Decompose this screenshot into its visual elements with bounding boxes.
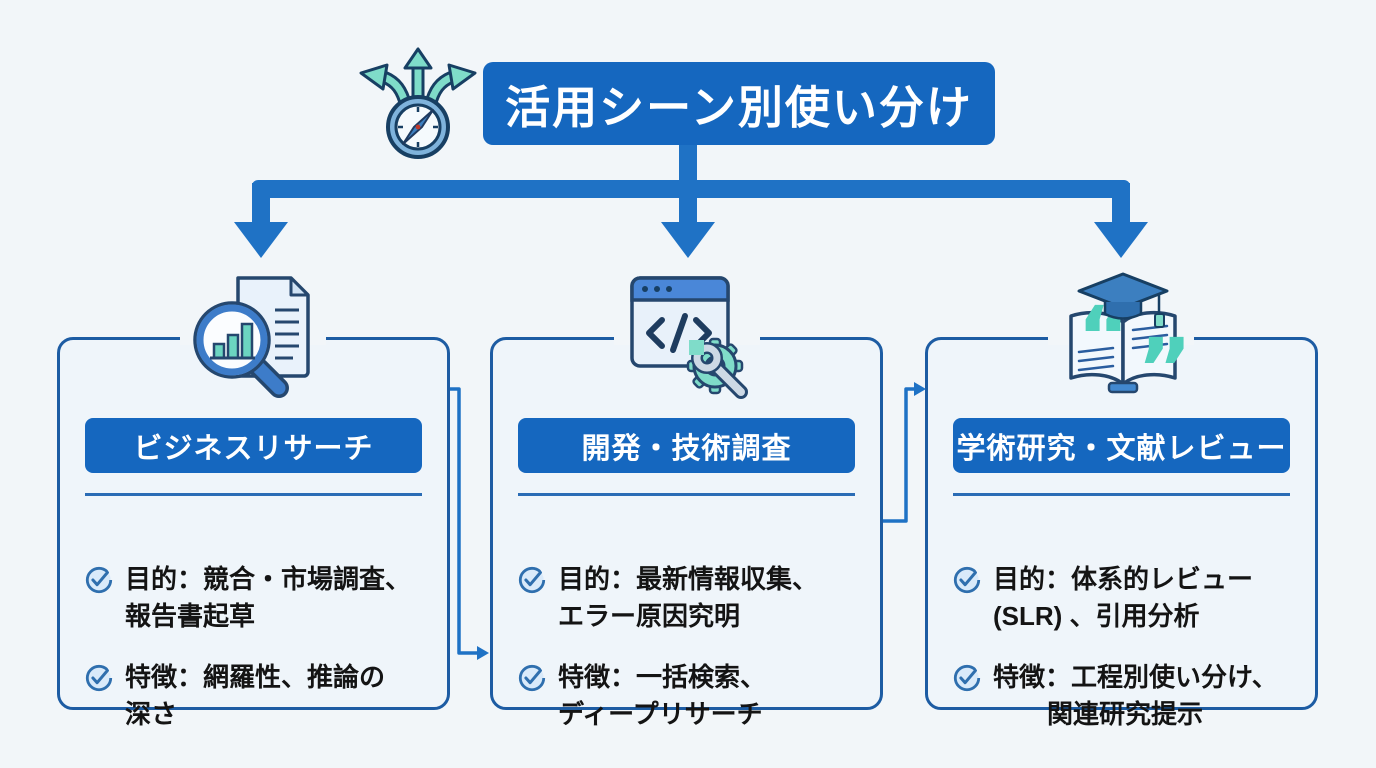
bullet-list: 目的：最新情報収集、 エラー原因究明 特徴：一括検索、 ディープリサーチ xyxy=(517,525,866,733)
magnifier xyxy=(193,301,289,398)
compass xyxy=(386,95,450,159)
bullet-text: 特徴：工程別使い分け、 関連研究提示 xyxy=(993,659,1278,733)
down-arrowhead-right xyxy=(1094,222,1148,258)
bullet-line-2: 関連研究提示 xyxy=(1047,699,1204,729)
check-circle-icon xyxy=(518,664,546,692)
divider xyxy=(518,493,855,496)
quote-close-glyph: ” xyxy=(1137,320,1191,412)
connector-card2-to-card3 xyxy=(883,382,926,523)
bullet-line-2: エラー原因究明 xyxy=(558,601,741,631)
check-circle-icon xyxy=(953,566,981,594)
bullet-line-2: (SLR) 、引用分析 xyxy=(993,601,1200,631)
down-arrowhead-left xyxy=(234,222,288,258)
bullet-line-1: 目的：競合・市場調査、 xyxy=(125,564,412,594)
bullet-text: 目的：最新情報収集、 エラー原因究明 xyxy=(558,561,818,635)
divider xyxy=(953,493,1290,496)
bar-chart xyxy=(210,322,255,360)
bullet-item: 特徴：網羅性、推論の 深さ xyxy=(84,659,433,733)
bullet-item: 特徴：工程別使い分け、 関連研究提示 xyxy=(952,659,1301,733)
bullet-line-1: 特徴：網羅性、推論の xyxy=(125,662,386,692)
bullet-line-2: 報告書起草 xyxy=(125,601,256,631)
open-book-quotes-graduation-cap-icon: “ ” xyxy=(1069,272,1191,412)
bullet-line-1: 目的：体系的レビュー xyxy=(993,564,1254,594)
card-header: 学術研究・文献レビュー xyxy=(953,418,1290,473)
title-bar: 活用シーン別使い分け xyxy=(483,62,995,145)
bullet-item: 目的：競合・市場調査、 報告書起草 xyxy=(84,561,433,635)
check-circle-icon xyxy=(85,664,113,692)
check-circle-icon xyxy=(953,664,981,692)
compass-branching-arrows-icon xyxy=(359,47,477,159)
card-header-label: 開発・技術調査 xyxy=(581,432,792,465)
bullet-line-1: 特徴：一括検索、 xyxy=(558,662,767,692)
card-header: 開発・技術調査 xyxy=(518,418,855,473)
bullet-item: 目的：最新情報収集、 エラー原因究明 xyxy=(517,561,866,635)
bullet-line-2: ディープリサーチ xyxy=(558,699,763,729)
bullet-text: 目的：競合・市場調査、 報告書起草 xyxy=(125,561,411,635)
bullet-list: 目的：体系的レビュー (SLR) 、引用分析 特徴：工程別使い分け、 関連研究提… xyxy=(952,525,1301,733)
card-business-research: ビジネスリサーチ 目的：競合・市場調査、 報告書起草 特徴：網羅性、推論の 深さ xyxy=(57,337,450,729)
card-academic-research: 学術研究・文献レビュー 目的：体系的レビュー (SLR) 、引用分析 特徴：工程… xyxy=(925,337,1318,729)
graduation-cap xyxy=(1077,272,1169,328)
check-circle-icon xyxy=(518,566,546,594)
card-header-label: ビジネスリサーチ xyxy=(133,432,374,465)
bullet-item: 特徴：一括検索、 ディープリサーチ xyxy=(517,659,866,733)
code-window-gear-wrench-icon xyxy=(630,276,748,399)
connector-card1-to-card2 xyxy=(450,387,489,660)
divider xyxy=(85,493,422,496)
card-header: ビジネスリサーチ xyxy=(85,418,422,473)
bullet-line-1: 特徴：工程別使い分け、 xyxy=(993,662,1278,692)
bullet-text: 特徴：網羅性、推論の 深さ xyxy=(125,659,385,733)
bullet-line-1: 目的：最新情報収集、 xyxy=(558,564,819,594)
check-circle-icon xyxy=(85,566,113,594)
bullet-text: 特徴：一括検索、 ディープリサーチ xyxy=(558,659,766,733)
page-title: 活用シーン別使い分け xyxy=(505,82,973,133)
bullet-item: 目的：体系的レビュー (SLR) 、引用分析 xyxy=(952,561,1301,635)
wrench xyxy=(689,340,748,399)
open-book: “ ” xyxy=(1069,288,1191,412)
bullet-list: 目的：競合・市場調査、 報告書起草 特徴：網羅性、推論の 深さ xyxy=(84,525,433,733)
magnifier-bar-chart-document-icon xyxy=(193,276,310,398)
card-development-research: 開発・技術調査 目的：最新情報収集、 エラー原因究明 特徴：一括検索、 ディープ… xyxy=(490,337,883,729)
bullet-line-2: 深さ xyxy=(125,699,178,729)
card-header-label: 学術研究・文献レビュー xyxy=(956,432,1287,465)
bullet-text: 目的：体系的レビュー (SLR) 、引用分析 xyxy=(993,561,1253,635)
down-arrowhead-middle xyxy=(661,222,715,258)
